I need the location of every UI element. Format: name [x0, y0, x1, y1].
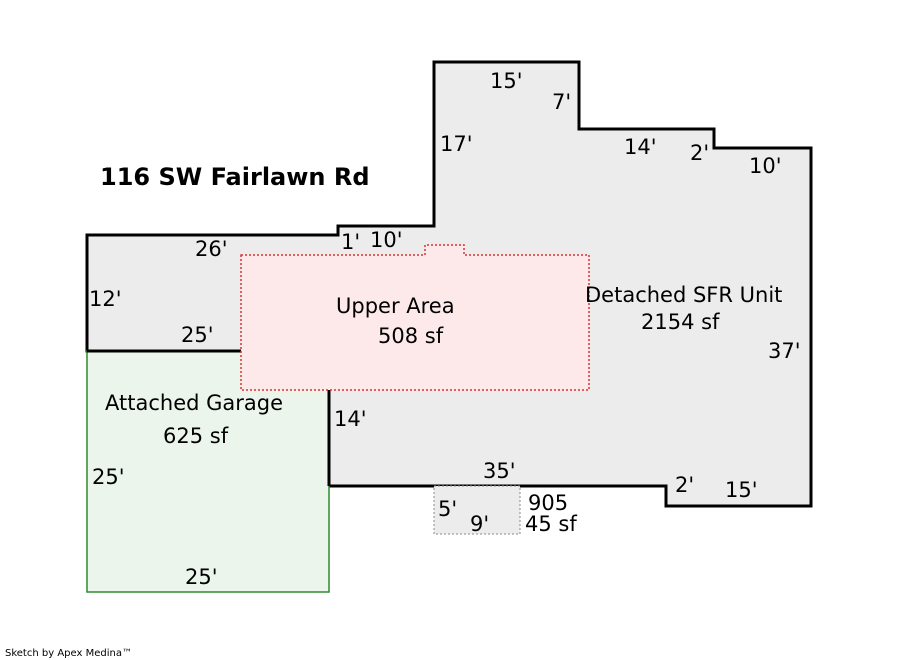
dimension-label: 14' — [624, 135, 657, 159]
dimension-label: 9' — [470, 512, 489, 536]
garage-area-name: Attached Garage — [105, 391, 283, 415]
upper-area-size: 508 sf — [378, 324, 444, 348]
dimension-label: 5' — [438, 497, 457, 521]
property-address-title: 116 SW Fairlawn Rd — [100, 163, 370, 191]
dimension-label: 7' — [552, 90, 571, 114]
dimension-label: 2' — [675, 473, 694, 497]
small-area-905-outline — [433, 485, 521, 535]
upper-area-name: Upper Area — [336, 294, 455, 318]
sketch-credit: Sketch by Apex Medina™ — [5, 648, 132, 659]
dimension-label: 14' — [334, 407, 367, 431]
small-area-name: 905 — [528, 491, 568, 515]
dimension-label: 26' — [195, 237, 228, 261]
dimension-label: 25' — [185, 565, 218, 589]
dimension-label: 1' — [341, 230, 360, 254]
dimension-label: 17' — [440, 132, 473, 156]
main-area-name: Detached SFR Unit — [585, 283, 782, 307]
main-area-size: 2154 sf — [641, 310, 720, 334]
dimension-label: 12' — [89, 287, 122, 311]
dimension-label: 10' — [370, 228, 403, 252]
small-area-size: 45 sf — [525, 512, 577, 536]
dimension-label: 35' — [483, 459, 516, 483]
dimension-label: 10' — [749, 154, 782, 178]
garage-area-size: 625 sf — [163, 424, 229, 448]
dimension-label: 25' — [92, 465, 125, 489]
dimension-label: 2' — [690, 141, 709, 165]
attached-garage-outline — [86, 350, 330, 593]
dimension-label: 25' — [181, 323, 214, 347]
dimension-label: 15' — [490, 69, 523, 93]
dimension-label: 15' — [725, 478, 758, 502]
upper-area-outline — [240, 244, 590, 391]
dimension-label: 37' — [768, 339, 801, 363]
